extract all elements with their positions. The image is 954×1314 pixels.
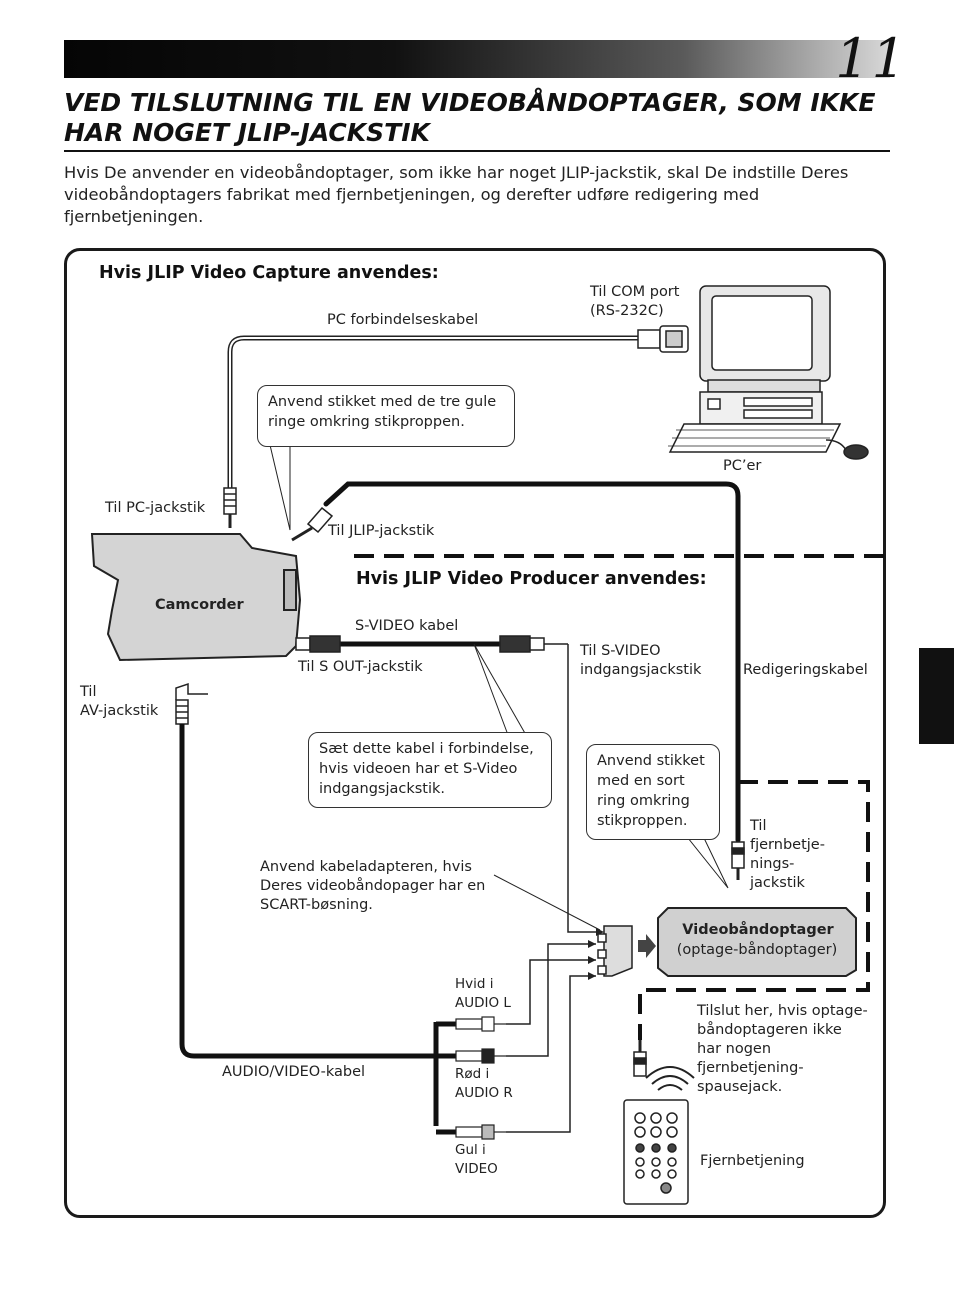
remote-plug-icon — [731, 841, 745, 880]
label-pc: PC’er — [723, 458, 762, 474]
pc-plug-icon — [223, 487, 237, 528]
label-red: Rød i AUDIO R — [455, 1066, 513, 1101]
svideo-plug-right-icon — [499, 635, 545, 653]
capture-heading: Hvis JLIP Video Capture anvendes: — [99, 263, 439, 283]
label-white: Hvid i AUDIO L — [455, 976, 511, 1011]
callout-yellow-rings: Anvend stikket med de tre gule ringe omk… — [257, 385, 515, 447]
av-plug-icon — [175, 682, 208, 725]
label-av-jack: Til AV-jackstik — [80, 684, 159, 719]
rca-white-plug-icon — [455, 1016, 506, 1032]
arrow-to-vcr-icon — [638, 934, 656, 958]
callout-tail — [269, 444, 291, 531]
rca-leads — [506, 943, 596, 1133]
page-title: VED TILSLUTNING TIL EN VIDEOBÅNDOPTAGER,… — [64, 88, 890, 152]
computer-icon — [668, 285, 869, 460]
signal-icon — [645, 1066, 695, 1091]
callout-tail — [686, 837, 729, 889]
producer-heading: Hvis JLIP Video Producer anvendes: — [356, 569, 707, 589]
pc-cable-inner — [229, 337, 640, 500]
vcr-icon — [657, 907, 857, 977]
pause-plug-icon — [633, 1040, 647, 1077]
remote-control-icon — [623, 1099, 689, 1205]
callout-svideo: Sæt dette kabel i forbindelse, hvis vide… — [308, 732, 552, 808]
page-number: 11 — [835, 27, 908, 90]
label-pc-cable: PC forbindelseskabel — [327, 312, 479, 328]
label-av-cable: AUDIO/VIDEO-kabel — [222, 1064, 366, 1080]
label-remote-jack: Til fjernbetje- nings- jackstik — [750, 818, 825, 891]
label-remote: Fjernbetjening — [700, 1153, 805, 1169]
label-svideo-cable: S-VIDEO kabel — [355, 618, 459, 634]
jlip-plug-icon — [291, 506, 334, 542]
label-com-port: Til COM port (RS-232C) — [590, 284, 680, 319]
header-bar — [64, 40, 890, 78]
rca-red-plug-icon — [455, 1048, 506, 1064]
label-yellow: Gul i VIDEO — [455, 1142, 498, 1177]
label-camcorder: Camcorder — [155, 597, 244, 613]
svideo-plug-left-icon — [295, 635, 341, 653]
serial-connector-icon — [637, 325, 689, 353]
label-pause-note: Tilslut her, hvis optage- båndoptageren … — [697, 1003, 868, 1095]
label-vcr-sub: (optage-båndoptager) — [676, 942, 838, 958]
label-pc-jack: Til PC-jackstik — [105, 500, 206, 516]
scart-adapter-icon — [597, 925, 633, 977]
intro-paragraph: Hvis De anvender en videobåndoptager, so… — [64, 163, 849, 226]
label-s-out: Til S OUT-jackstik — [298, 659, 423, 675]
label-scart-note: Anvend kabeladapteren, hvis Deres videob… — [260, 859, 486, 913]
section-tab — [919, 648, 954, 744]
av-cable — [179, 724, 456, 1135]
label-s-video-in: Til S-VIDEO indgangsjackstik — [580, 643, 702, 678]
callout-black-ring: Anvend stikket med en sort ring omkring … — [586, 744, 720, 840]
jlip-cable — [323, 481, 741, 843]
camcorder-icon — [90, 533, 302, 662]
label-jlip-jack: Til JLIP-jackstik — [328, 523, 435, 539]
diagram-frame — [64, 248, 886, 1218]
label-edit-cable: Redigeringskabel — [743, 662, 868, 678]
label-vcr-title: Videobåndoptager — [682, 922, 834, 938]
dashed-separator — [354, 554, 888, 1040]
rca-yellow-plug-icon — [455, 1124, 506, 1140]
